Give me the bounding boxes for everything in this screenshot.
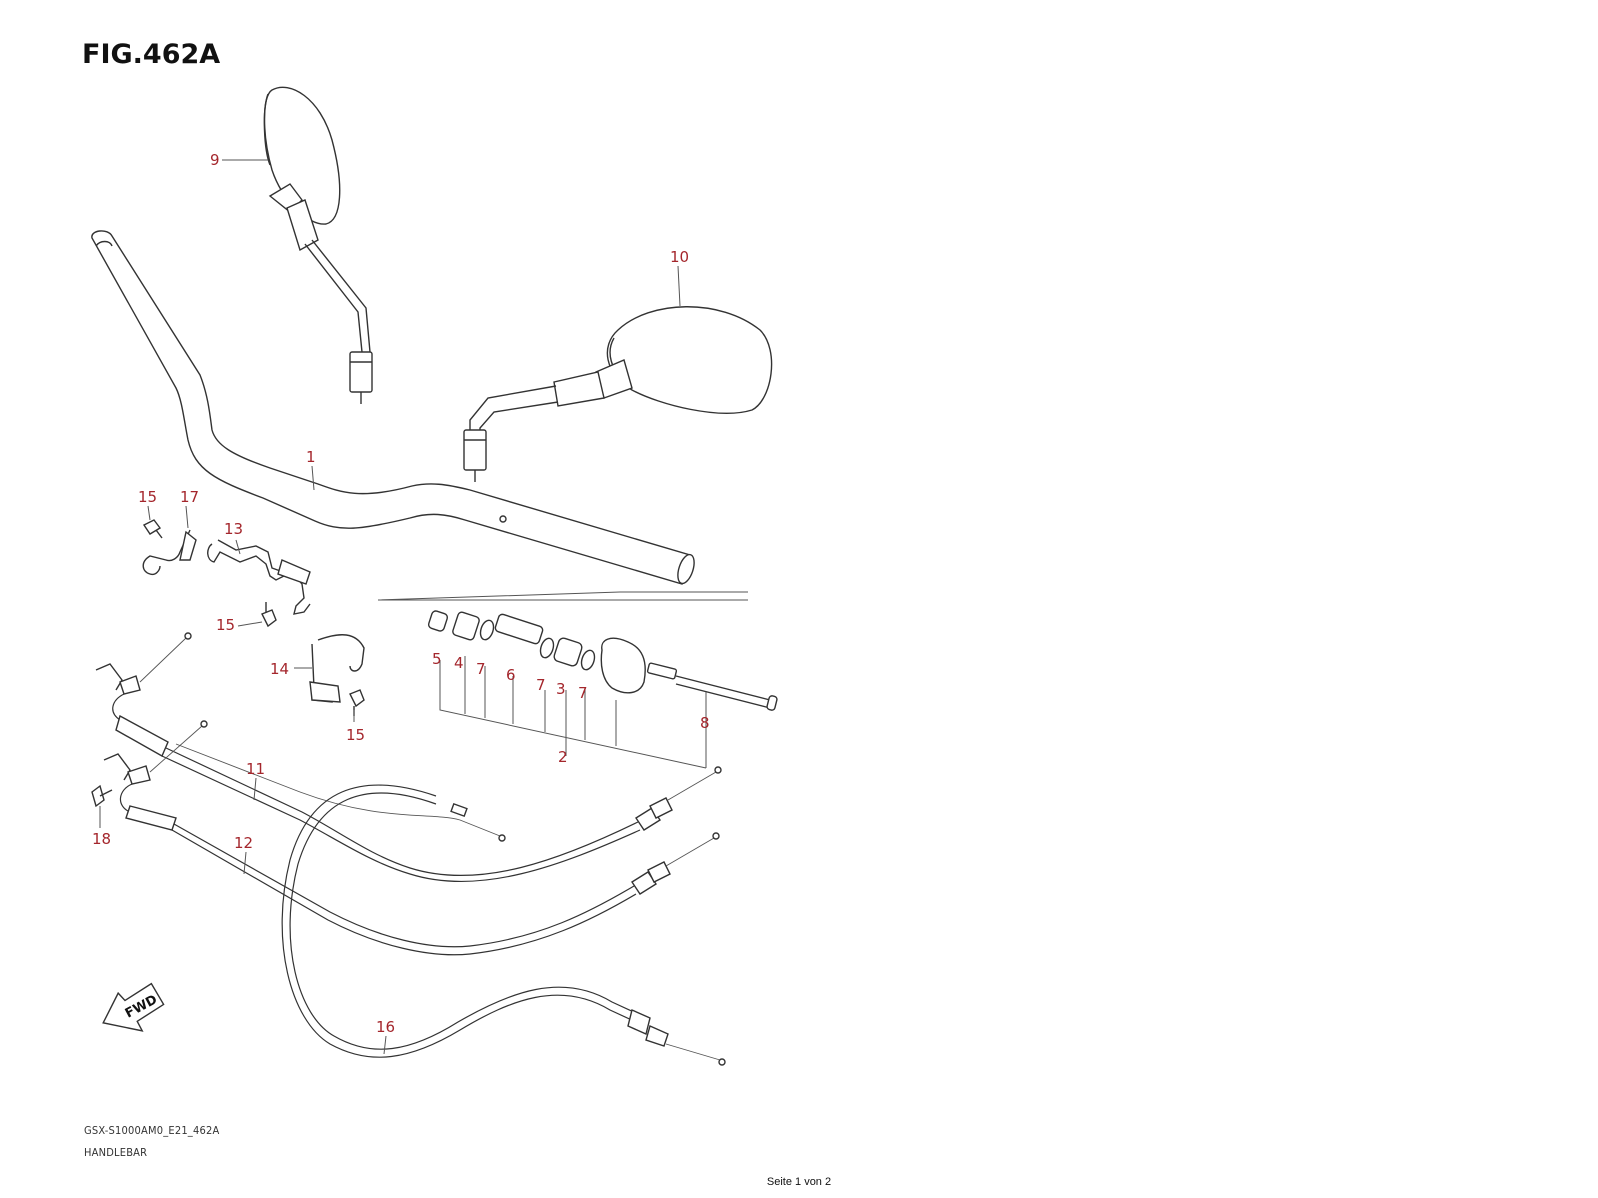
callout-18: 18 [92,830,111,848]
callout-7c: 7 [578,684,588,702]
callout-4: 4 [454,654,464,672]
callout-2: 2 [558,748,568,766]
callout-leaders [99,159,681,1055]
callout-12: 12 [234,834,253,852]
callout-5: 5 [432,650,442,668]
callout-13: 13 [224,520,243,538]
part-group-label: HANDLEBAR [84,1146,147,1159]
right-mirror-part [463,306,773,482]
fwd-arrow: FWD [102,982,165,1032]
left-mirror-part [263,86,373,404]
figure-title: FIG.462A [82,39,220,70]
callout-11: 11 [246,760,265,778]
callout-14: 14 [270,660,289,678]
callout-15b: 15 [216,616,235,634]
callout-1: 1 [306,448,316,466]
callout-8: 8 [700,714,710,732]
callout-7a: 7 [476,660,486,678]
page-number: Seite 1 von 2 [766,1176,832,1188]
callout-3: 3 [556,680,566,698]
callout-17: 17 [180,488,199,506]
callout-15c: 15 [346,726,365,744]
callout-labels: 1 2 3 4 5 6 7 7 7 8 9 10 11 12 13 14 15 … [92,151,710,1036]
cable-holders [91,519,365,808]
callout-7b: 7 [536,676,546,694]
callout-10: 10 [670,248,689,266]
handlebar-part [91,230,695,585]
throttle-cables [95,632,722,956]
callout-15a: 15 [138,488,157,506]
clutch-cable [281,784,726,1066]
callout-6: 6 [506,666,516,684]
model-code: GSX-S1000AM0_E21_462A [84,1124,219,1137]
callout-9: 9 [210,151,220,169]
callout-16: 16 [376,1018,395,1036]
bar-end-assembly [377,591,778,769]
